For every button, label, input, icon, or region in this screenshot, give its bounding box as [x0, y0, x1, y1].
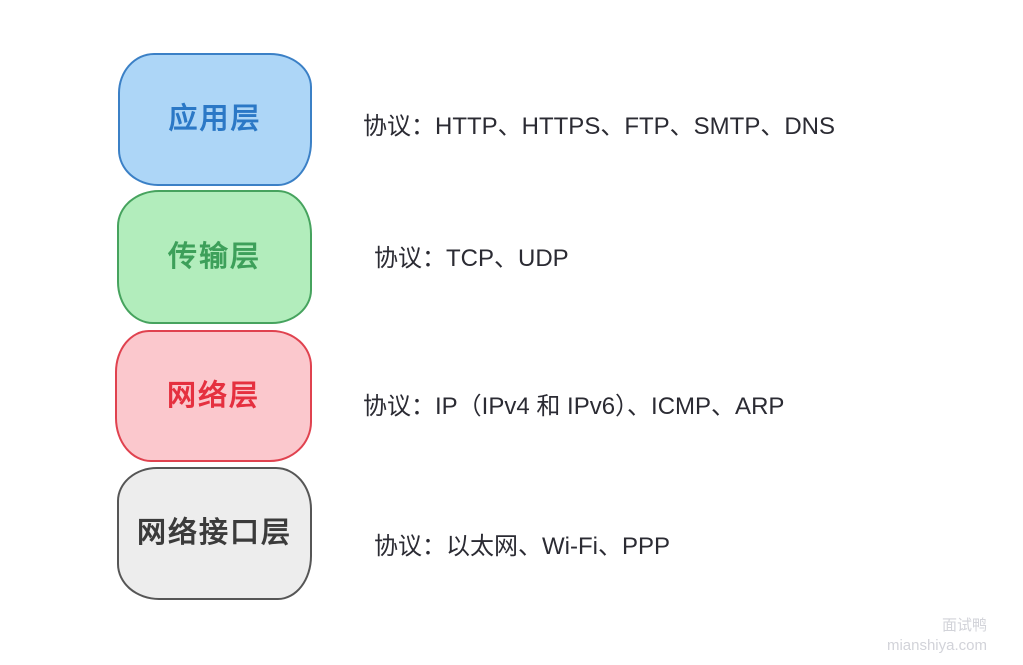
- layer-label-network: 网络层: [166, 379, 260, 412]
- layer-label-application: 应用层: [168, 103, 262, 135]
- protocol-text-network-interface: 协议：以太网、Wi-Fi、PPP: [374, 533, 670, 560]
- layer-label-transport: 传输层: [167, 240, 261, 273]
- watermark-site: mianshiya.com: [886, 636, 987, 654]
- layer-box-application: 应用层: [118, 53, 312, 186]
- layer-label-network-interface: 网络接口层: [136, 517, 292, 549]
- protocol-text-application: 协议：HTTP、HTTPS、FTP、SMTP、DNS: [363, 113, 835, 140]
- protocol-text-network: 协议：IP（IPv4 和 IPv6）、ICMP、ARP: [363, 393, 785, 420]
- watermark: 面试鸭 mianshiya.com: [887, 616, 987, 655]
- layer-box-transport: 传输层: [117, 190, 312, 324]
- watermark-brand: 面试鸭: [941, 617, 987, 634]
- protocol-text-transport: 协议：TCP、UDP: [374, 245, 569, 272]
- layer-box-network: 网络层: [115, 330, 312, 462]
- layer-box-network-interface: 网络接口层: [117, 467, 312, 600]
